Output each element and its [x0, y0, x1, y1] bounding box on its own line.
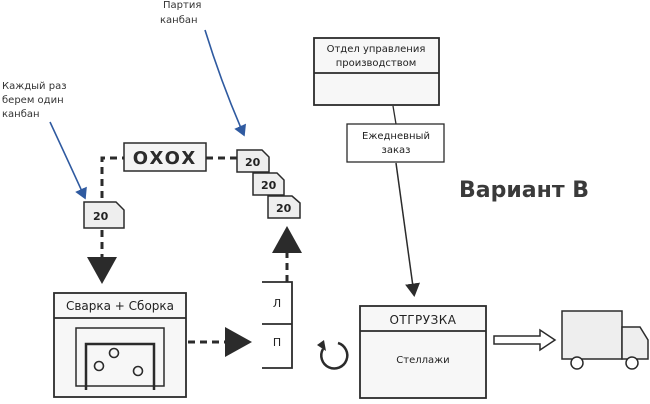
production-control-line2: производством [336, 58, 417, 69]
shipment-arrow [493, 328, 557, 352]
each-time-annotation-line1: Каждый раз [2, 81, 67, 92]
each-time-annotation-line2: берем один [2, 95, 64, 106]
daily-order-to-shipping-arrow [395, 162, 421, 297]
kanban-card-single-value: 20 [93, 210, 109, 223]
operator-fixture-icon [75, 327, 165, 390]
kanban-card-batch-2-value: 20 [261, 179, 277, 192]
kanban-card-batch-1-value: 20 [245, 156, 261, 169]
supermarket-bottom-label: П [273, 336, 281, 349]
kanban-card-single: 20 [83, 201, 125, 229]
shipping-box: ОТГРУЗКА Стеллажи [359, 305, 487, 399]
kanban-card-batch-1: 20 [236, 149, 270, 173]
supermarket-top-label: Л [273, 297, 281, 310]
batch-kanban-annotation-line2: канбан [160, 15, 198, 26]
production-control-line1: Отдел управления [327, 44, 426, 55]
each-time-annotation: Каждый раз берем один канбан [2, 81, 70, 120]
supermarket: Л П [262, 281, 293, 369]
each-time-annotation-line3: канбан [2, 109, 40, 120]
daily-order-box: Ежедневный заказ [346, 123, 445, 163]
daily-order-line2: заказ [382, 145, 411, 156]
kanban-card-batch-3-value: 20 [276, 202, 292, 215]
oxox-label: OXOX [133, 148, 197, 169]
production-control-box: Отдел управления производством [313, 37, 440, 106]
daily-order-line1: Ежедневный [362, 131, 430, 142]
batch-kanban-annotation-line1: Партия [163, 0, 201, 11]
weld-assembly-process: Сварка + Сборка [53, 292, 187, 398]
production-control-connector [392, 105, 397, 125]
oxox-post: OXOX [123, 142, 207, 172]
shipping-subtitle: Стеллажи [396, 355, 449, 366]
each-time-annotation-arrow [49, 121, 87, 200]
kanban-loop-dashed-line [100, 156, 238, 198]
kanban-card-batch-2: 20 [252, 172, 285, 196]
cycle-icon [317, 340, 349, 370]
weld-assembly-title: Сварка + Сборка [66, 299, 174, 313]
batch-kanban-annotation: Партия канбан [160, 0, 205, 26]
shipping-title: ОТГРУЗКА [389, 313, 456, 327]
kanban-card-batch-3: 20 [267, 195, 301, 219]
truck-icon [561, 310, 649, 370]
variant-title: Вариант В [459, 178, 589, 203]
batch-annotation-arrow [204, 29, 246, 137]
